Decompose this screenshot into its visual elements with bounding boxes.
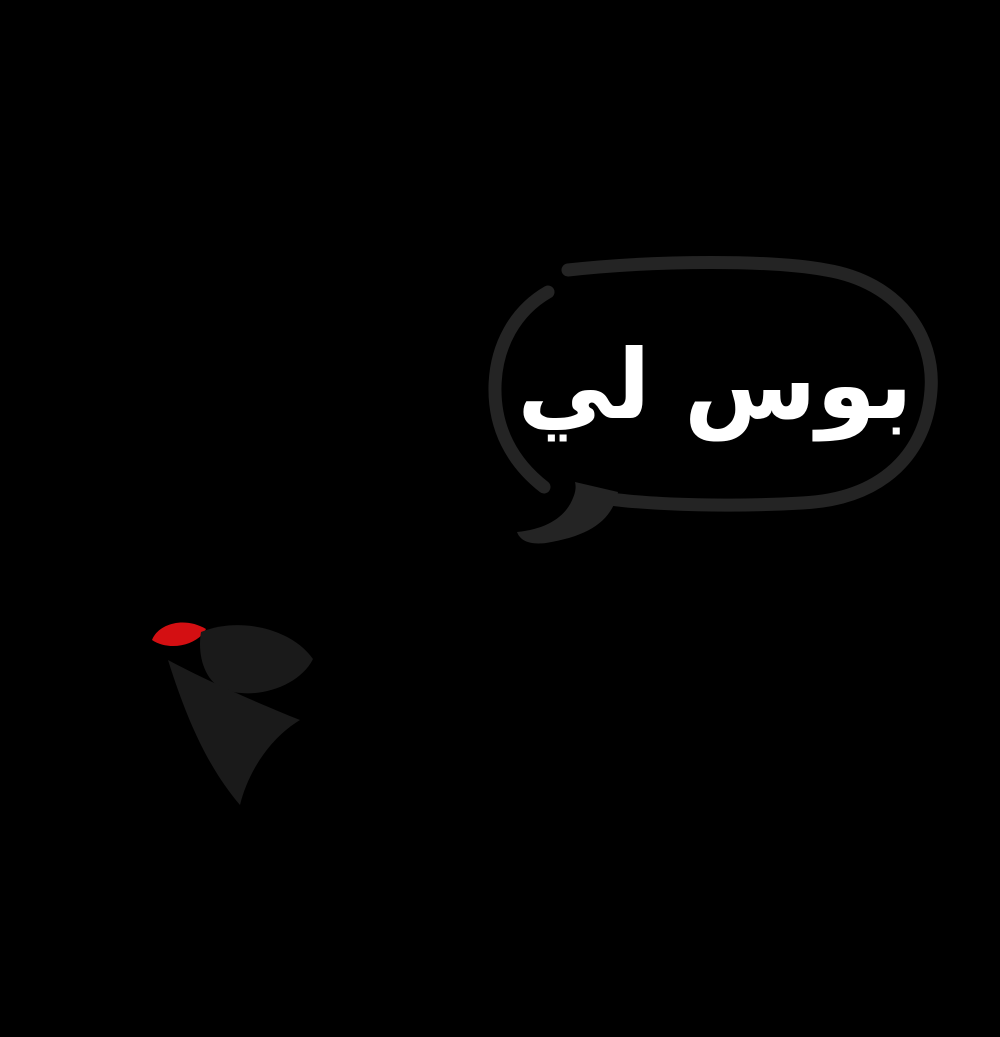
bubble-text: بوس لي <box>517 329 913 441</box>
speech-bubble-tail-icon <box>517 482 618 544</box>
lower-lip-icon <box>199 625 313 694</box>
upper-lip-icon <box>152 622 206 647</box>
kiss-swoosh-icon <box>168 660 300 805</box>
speech-bubble-left-arc-icon <box>488 285 555 494</box>
speech-bubble-icon <box>561 256 938 512</box>
